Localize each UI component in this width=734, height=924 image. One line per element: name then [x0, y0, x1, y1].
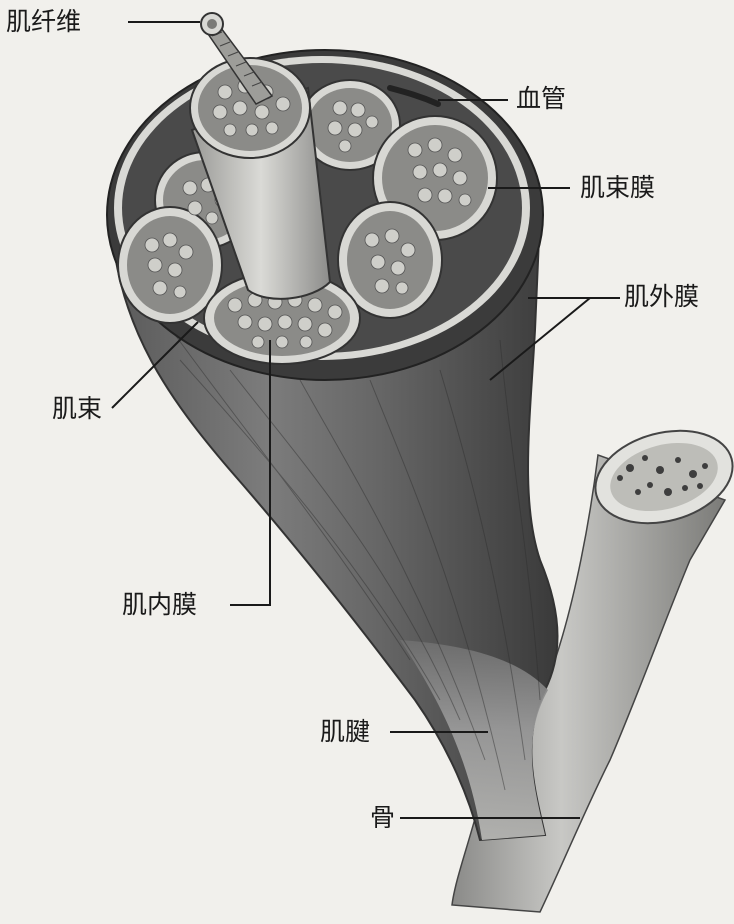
label-perimysium: 肌束膜: [580, 175, 655, 200]
label-epimysium: 肌外膜: [624, 284, 699, 309]
label-fascicle: 肌束: [52, 396, 102, 421]
label-endomysium: 肌内膜: [122, 592, 197, 617]
label-muscle-fiber: 肌纤维: [6, 9, 81, 34]
label-tendon: 肌腱: [320, 719, 370, 744]
label-blood-vessel: 血管: [516, 86, 566, 111]
label-bone: 骨: [370, 805, 395, 830]
